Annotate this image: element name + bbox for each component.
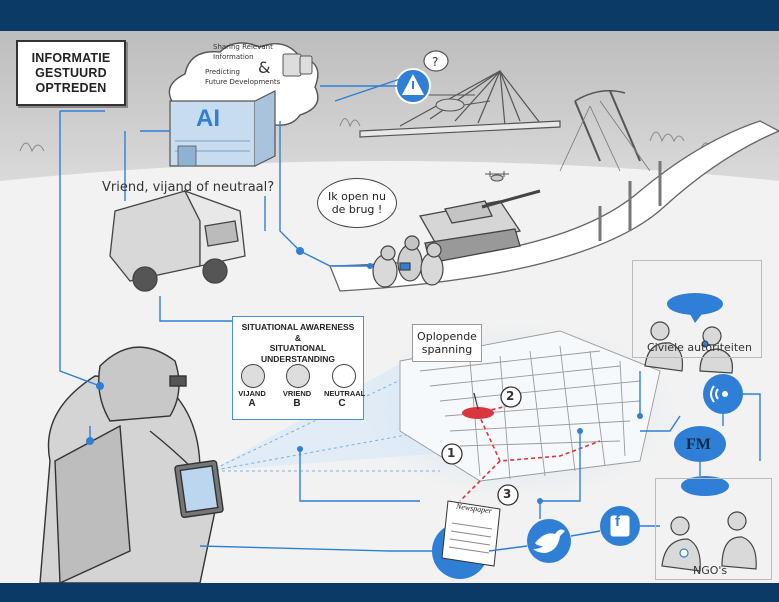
tank-icon — [418, 189, 541, 264]
facebook-label: f — [615, 513, 620, 530]
distant-trees — [19, 118, 725, 153]
tension-arrow — [473, 392, 479, 410]
civil-authorities-frame — [632, 260, 762, 358]
helicopter-icon — [425, 94, 491, 112]
civil-authorities-people — [644, 321, 734, 374]
sa-heading-2: SITUATIONAL UNDERSTANDING — [261, 343, 335, 364]
truck-icon — [109, 189, 246, 292]
top-banner — [0, 0, 779, 31]
title-line-2: GESTUURD — [35, 65, 107, 80]
truck-question: Vriend, vijand of neutraal? — [102, 180, 275, 195]
soldiers-group — [372, 235, 444, 288]
map-marker-1: 1 — [447, 446, 456, 460]
tension-label-box: Oplopende spanning — [412, 324, 482, 362]
tension-hotspot — [462, 407, 494, 419]
facebook-icon — [600, 506, 640, 546]
person-enemy: VIJAND A — [234, 389, 270, 409]
map-marker-2: 2 — [506, 389, 515, 403]
title-line-3: OPTREDEN — [35, 80, 107, 95]
enemy-head-icon — [241, 364, 265, 388]
tension-line-1: Oplopende — [417, 330, 477, 343]
scene-drawing: ? — [0, 31, 779, 583]
soldier-foreground — [39, 346, 224, 583]
ngo-speech-bubble — [681, 476, 729, 496]
cloud-text-2: Information — [213, 53, 254, 61]
cloud-text-3: Predicting — [205, 68, 240, 76]
soldier-speech-bubble: Ik open nu de brug ! — [317, 178, 397, 228]
map-marker-circles — [441, 386, 522, 506]
radio-signal-icon — [703, 374, 743, 414]
fm-icon — [674, 426, 726, 462]
network-lines — [59, 78, 761, 552]
civil-authorities-label: Civiele autoriteiten — [647, 341, 752, 354]
ngo-frame — [655, 478, 772, 580]
person-friend: VRIEND B — [279, 389, 315, 409]
device-icon — [282, 53, 313, 77]
bottom-banner — [0, 583, 779, 602]
question-bubble-icon: ? — [423, 50, 449, 72]
civil-speech-bubble — [667, 293, 723, 315]
person-letter: B — [293, 398, 301, 409]
speech-line-2: de brug ! — [331, 203, 383, 216]
cloud-text-1: Sharing Relevant — [213, 43, 273, 51]
cloud-ampersand: & — [258, 58, 271, 77]
ngo-people — [661, 511, 757, 572]
drone-icon — [485, 171, 509, 182]
map-marker-3: 3 — [503, 487, 512, 501]
ai-building — [169, 90, 276, 167]
ai-label: AI — [196, 105, 220, 132]
svg-text:?: ? — [432, 55, 438, 69]
friend-head-icon — [286, 364, 310, 388]
person-neutral: NEUTRAAL C — [324, 389, 366, 409]
newspaper-sheet — [441, 500, 501, 567]
cloud-text-4: Future Developments — [205, 78, 281, 86]
person-letter: C — [338, 398, 346, 409]
person-letter: A — [248, 398, 256, 409]
person-name: VIJAND — [238, 389, 266, 398]
speech-line-1: Ik open nu — [327, 190, 386, 203]
twitter-bird-icon — [527, 519, 571, 563]
title-box: INFORMATIE GESTUURD OPTREDEN — [16, 40, 126, 106]
person-name: NEUTRAAL — [324, 389, 366, 398]
fm-label: FM — [686, 436, 711, 453]
neutral-head-icon — [332, 364, 356, 388]
person-name: VRIEND — [282, 389, 312, 398]
situational-awareness-box: SITUATIONAL AWARENESS & SITUATIONAL UNDE… — [232, 316, 366, 420]
sa-heading-1: SITUATIONAL AWARENESS — [241, 322, 355, 332]
warning-sign-icon — [395, 68, 431, 104]
ngo-label: NGO's — [693, 564, 728, 577]
title-line-1: INFORMATIE — [31, 50, 111, 65]
tension-line-2: spanning — [421, 343, 473, 356]
sa-heading-amp: & — [294, 332, 302, 343]
